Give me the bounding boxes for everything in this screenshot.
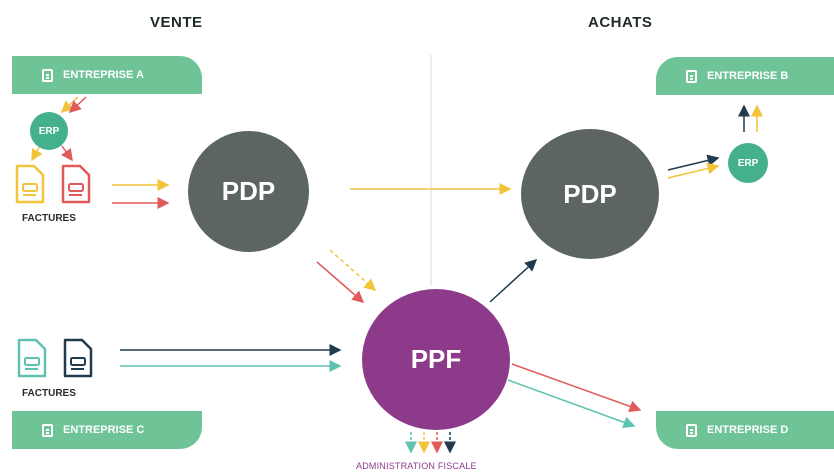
arrow-pdp-ppf-red (316, 261, 365, 303)
entreprise-c-banner: ENTREPRISE C (12, 411, 202, 449)
arrow-ppf-d-red (511, 363, 642, 413)
invoice-teal-icon (17, 338, 47, 378)
arrow-a-erp-red (68, 96, 87, 114)
erp-left-node: ERP (30, 112, 68, 150)
arrow-erp-facture-yellow (31, 145, 43, 162)
arrow-pdp-erp-navy (667, 154, 720, 171)
arrow-erp-facture-red (61, 145, 73, 162)
factures-top-label: FACTURES (22, 213, 76, 224)
arrow-ppf-d-teal (507, 379, 636, 429)
arrow-pdp-erp-yellow (667, 162, 720, 179)
erp-right-node: ERP (728, 143, 768, 183)
factures-bottom-label: FACTURES (22, 388, 76, 399)
building-icon (42, 68, 53, 82)
arrow-pdp-ppf-yellow (329, 249, 377, 291)
entreprise-b-banner: ENTREPRISE B (656, 57, 834, 95)
entreprise-c-label: ENTREPRISE C (63, 424, 145, 436)
building-icon (42, 423, 53, 437)
arrow-a-erp-yellow (60, 96, 79, 114)
heading-achats: ACHATS (588, 14, 653, 31)
arrow-ppf-pdp-navy (489, 258, 538, 303)
invoice-red-icon (61, 164, 91, 204)
administration-fiscale-label: ADMINISTRATION FISCALE (356, 461, 477, 471)
entreprise-a-label: ENTREPRISE A (63, 69, 144, 81)
ppf-node: PPF (362, 289, 510, 430)
heading-vente: VENTE (150, 14, 203, 31)
building-icon (686, 69, 697, 83)
pdp-left-node: PDP (188, 131, 309, 252)
entreprise-d-label: ENTREPRISE D (707, 424, 789, 436)
entreprise-d-banner: ENTREPRISE D (656, 411, 834, 449)
invoice-navy-icon (63, 338, 93, 378)
entreprise-a-banner: ENTREPRISE A (12, 56, 202, 94)
entreprise-b-label: ENTREPRISE B (707, 70, 789, 82)
invoice-yellow-icon (15, 164, 45, 204)
building-icon (686, 423, 697, 437)
pdp-right-node: PDP (521, 129, 659, 259)
